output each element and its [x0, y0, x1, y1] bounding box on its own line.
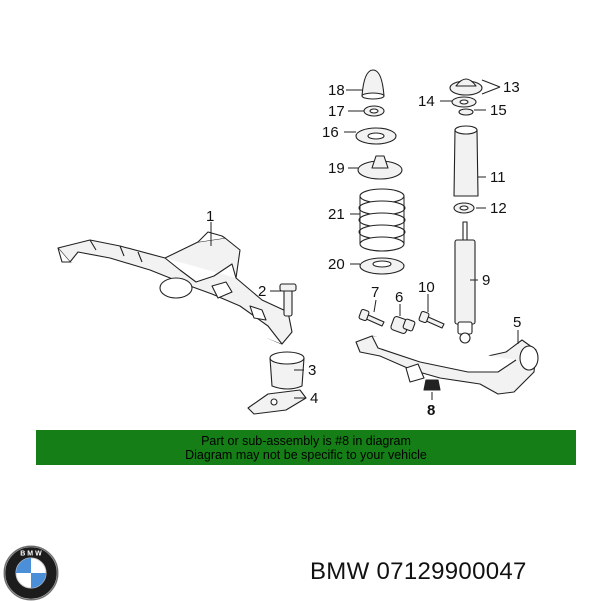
part-5-control-arm [355, 335, 539, 395]
part-3-bushing [269, 351, 305, 390]
callout-labels: 1 2 3 4 5 6 7 8 9 10 11 12 13 14 15 16 1… [206, 79, 521, 419]
callout-7: 7 [371, 284, 379, 301]
part-9-shock-absorber [454, 221, 476, 344]
callout-4: 4 [310, 390, 318, 407]
callout-20: 20 [328, 256, 345, 273]
callout-8: 8 [427, 402, 435, 419]
callout-17: 17 [328, 103, 345, 120]
callout-14: 14 [418, 93, 435, 110]
part-16-spring-pad [355, 127, 397, 145]
part-7-bolt [358, 308, 385, 327]
callout-1: 1 [206, 208, 214, 225]
callout-6: 6 [395, 289, 403, 306]
notice-line-2: Diagram may not be specific to your vehi… [185, 447, 427, 462]
part-19-upper-seat [357, 155, 403, 180]
callout-11: 11 [490, 169, 506, 186]
diagram-notice-banner: Part or sub-assembly is #8 in diagram Di… [36, 430, 576, 465]
callout-12: 12 [490, 200, 507, 217]
part-8-nut [423, 379, 441, 400]
part-18-cap [361, 69, 385, 100]
part-14-washer [451, 96, 477, 108]
part-caption: BMW 07129900047 [310, 558, 527, 586]
callout-16: 16 [322, 124, 339, 141]
part-20-lower-seat [359, 257, 405, 275]
callout-15: 15 [490, 102, 507, 119]
callout-21: 21 [328, 206, 345, 223]
callout-2: 2 [258, 283, 266, 300]
callout-19: 19 [328, 160, 345, 177]
notice-line-1: Part or sub-assembly is #8 in diagram [201, 433, 411, 448]
callout-10: 10 [418, 279, 435, 296]
part-12-ring [453, 202, 475, 214]
svg-text:B M W: B M W [20, 551, 42, 558]
callout-9: 9 [482, 272, 490, 289]
part-11-dust-boot [453, 125, 479, 197]
parts-diagram: 1 2 3 4 5 6 7 8 9 10 11 12 13 14 15 16 1… [57, 69, 539, 419]
part-15-washer [458, 108, 474, 116]
brand-name: BMW [310, 558, 370, 585]
leader-lines [210, 79, 519, 399]
part-17-washer [363, 105, 385, 117]
part-6-bushing [390, 315, 416, 335]
callout-13: 13 [503, 79, 520, 96]
part-13-top-mount [449, 78, 483, 96]
callout-3: 3 [308, 362, 316, 379]
part-4-bracket [247, 389, 307, 415]
part-number: 07129900047 [376, 558, 527, 585]
callout-18: 18 [328, 82, 345, 99]
callout-5: 5 [513, 314, 521, 331]
part-2-bolt [279, 283, 297, 317]
bmw-logo-icon: B M W [3, 545, 59, 601]
rear-axle-subframe [57, 231, 293, 345]
part-10-bolt [418, 310, 445, 329]
part-21-coil-spring [358, 188, 406, 252]
